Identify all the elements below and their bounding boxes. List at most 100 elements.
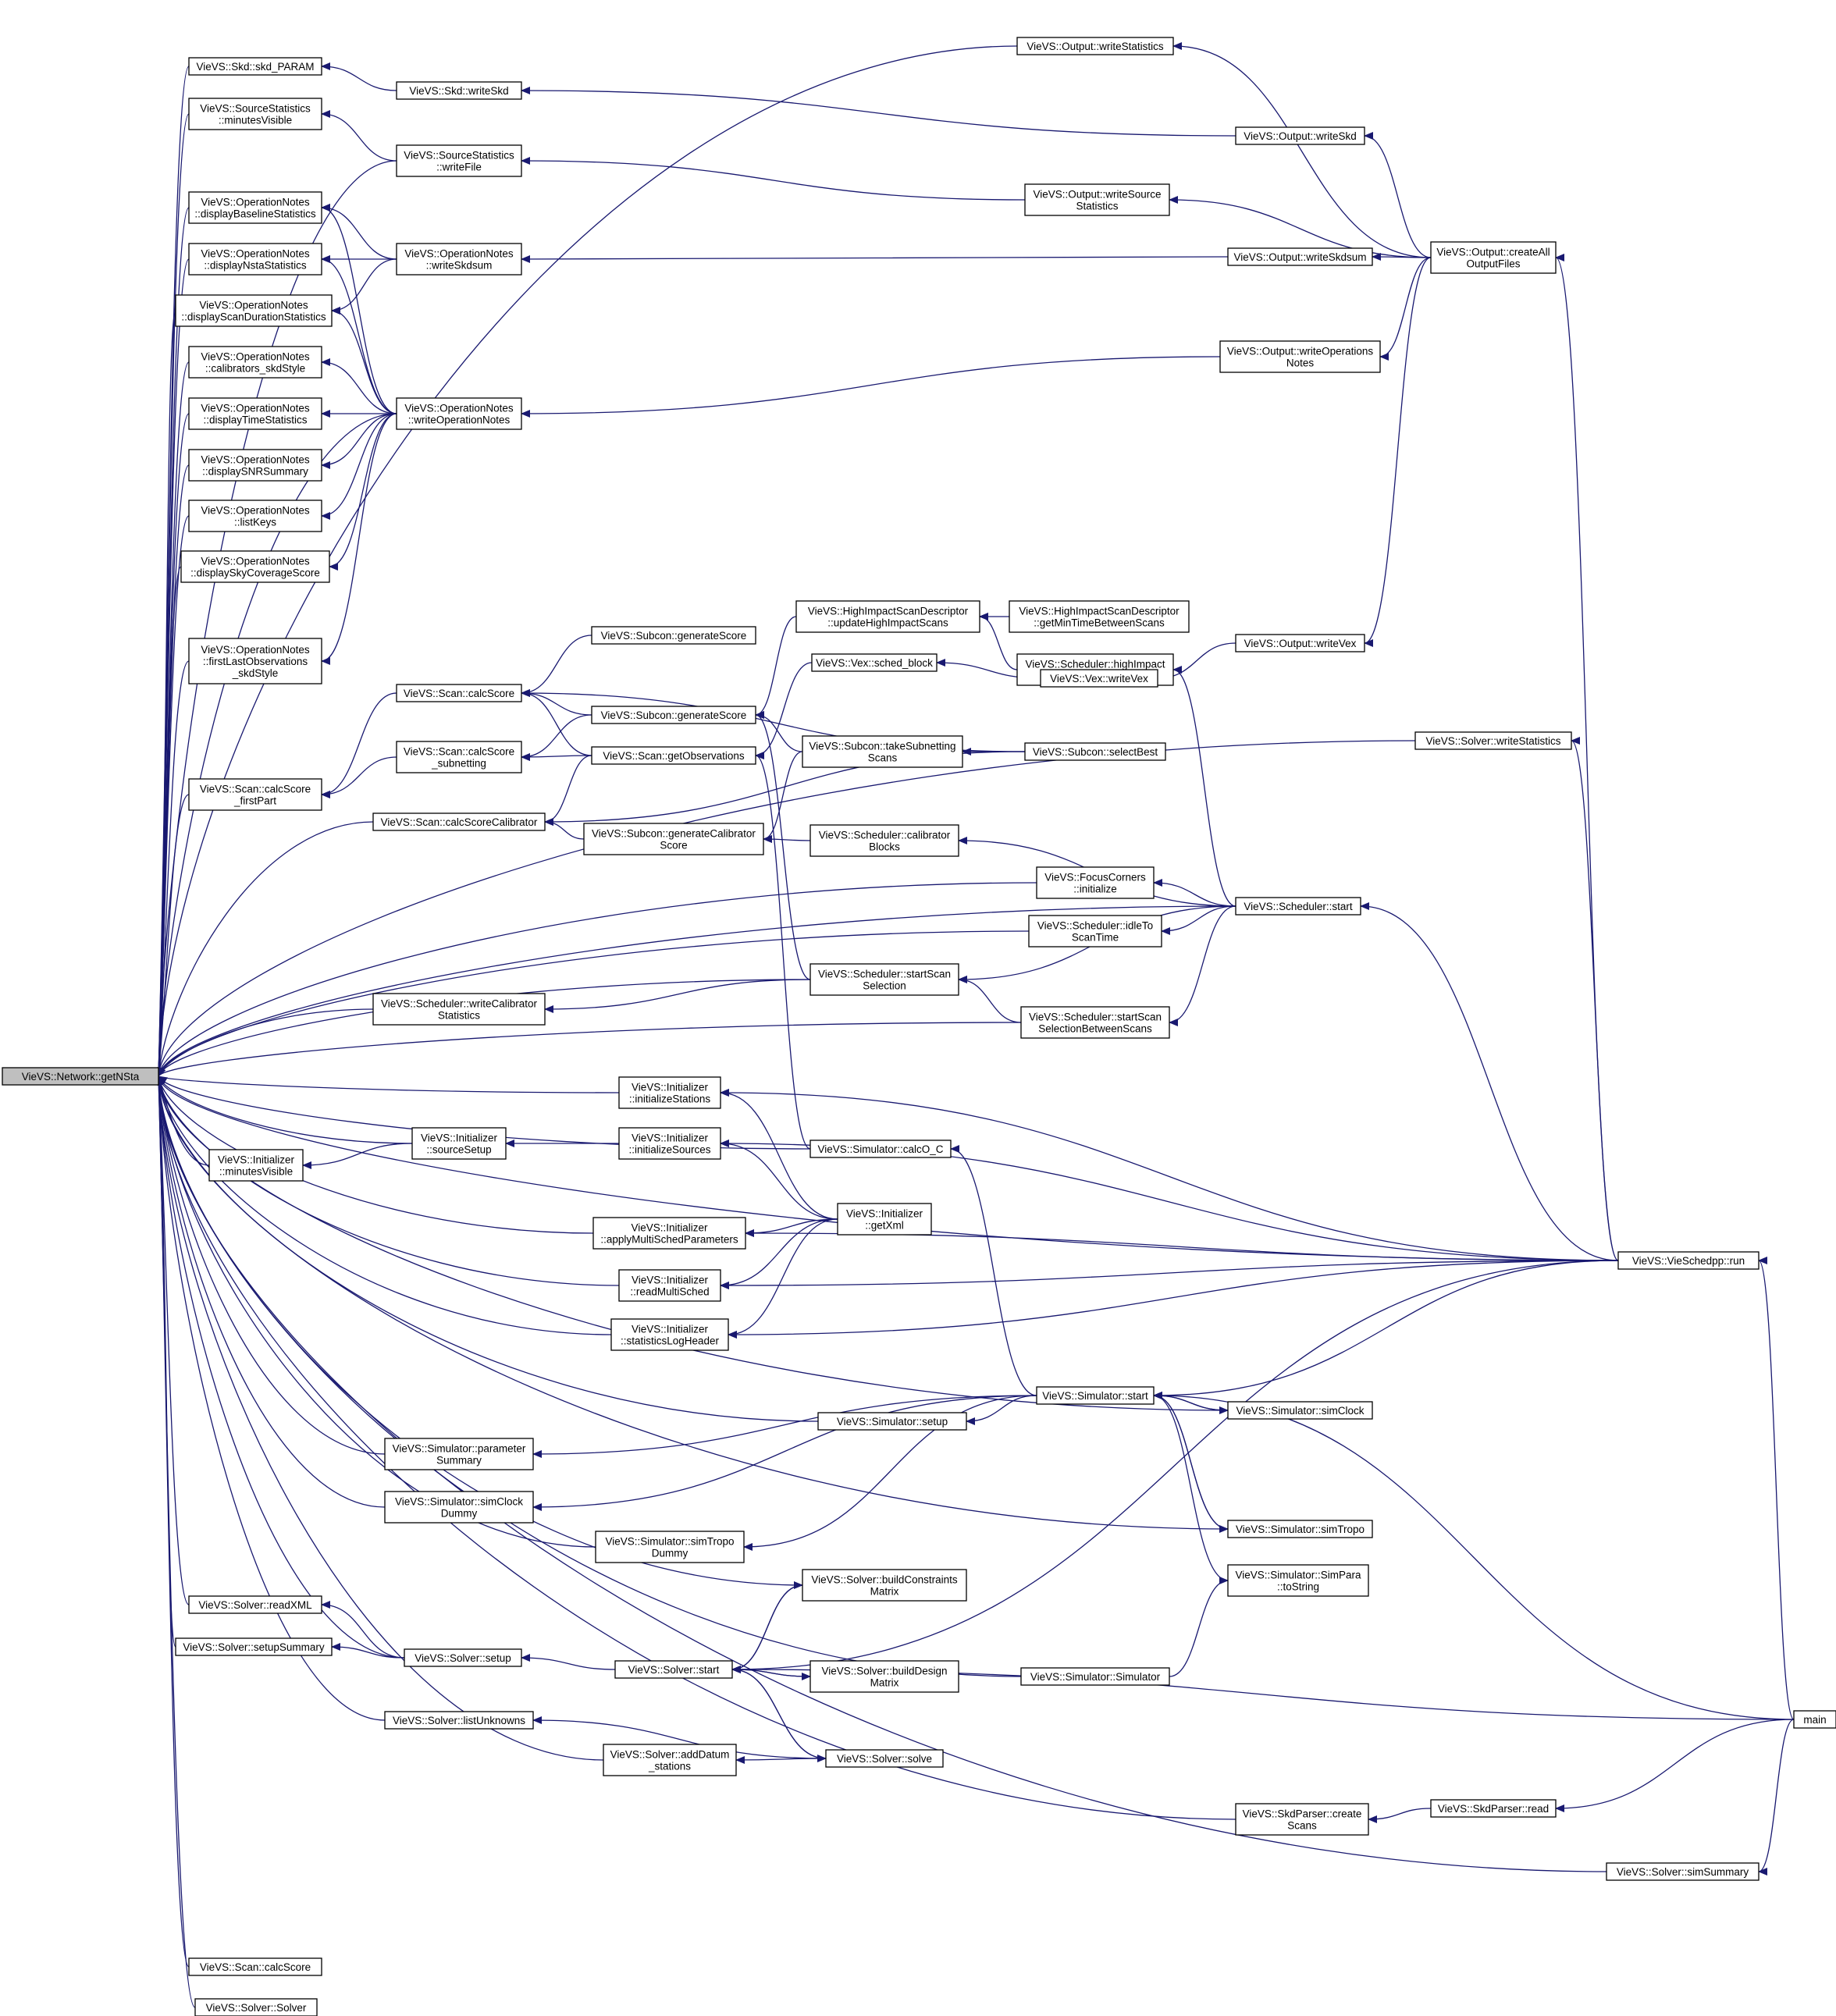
node-scanCalcScore2[interactable]: VieVS::Scan::calcScore <box>188 1957 322 1976</box>
node-solverSimSum[interactable]: VieVS::Solver::simSummary <box>1606 1862 1760 1881</box>
node-label: VieVS::Initializer <box>632 1324 709 1335</box>
node-subconGenScore[interactable]: VieVS::Subcon::generateScore <box>591 706 756 724</box>
node-initApplyMulti[interactable]: VieVS::Initializer::applyMultiSchedParam… <box>592 1217 746 1250</box>
node-scanCalcScoreSub[interactable]: VieVS::Scan::calcScore_subnetting <box>396 741 522 773</box>
node-label: ::writeFile <box>436 162 482 173</box>
edge-vieRun-to-getNSta <box>155 1076 1619 1261</box>
node-solverReadXML[interactable]: VieVS::Solver::readXML <box>188 1595 322 1614</box>
node-initStations[interactable]: VieVS::Initializer::initializeStations <box>618 1076 721 1109</box>
node-label: VieVS::Simulator::simTropo <box>605 1536 734 1548</box>
node-dispTime[interactable]: VieVS::OperationNotes::displayTimeStatis… <box>188 397 322 430</box>
node-initSources[interactable]: VieVS::Initializer::initializeSources <box>618 1127 721 1160</box>
node-hiUpdate[interactable]: VieVS::HighImpactScanDescriptor::updateH… <box>795 600 980 633</box>
node-scanCalcScore[interactable]: VieVS::Scan::calcScore <box>396 684 522 702</box>
node-box <box>188 1595 322 1614</box>
edge-vieRun-to-solverWriteStats <box>1571 737 1619 1261</box>
node-focusInit[interactable]: VieVS::FocusCorners::initialize <box>1036 866 1155 899</box>
node-box <box>1036 866 1155 899</box>
node-box <box>614 1660 733 1679</box>
node-outWriteSkdsum[interactable]: VieVS::Output::writeSkdsum <box>1227 247 1373 266</box>
node-initSourceSetup[interactable]: VieVS::Initializer::sourceSetup <box>411 1127 507 1160</box>
node-simStart[interactable]: VieVS::Simulator::start <box>1036 1386 1155 1405</box>
node-solverSetupSum[interactable]: VieVS::Solver::setupSummary <box>175 1637 333 1656</box>
node-initGetXml[interactable]: VieVS::Initializer::getXml <box>837 1203 932 1236</box>
node-vexSched[interactable]: VieVS::Vex::sched_block <box>811 653 938 672</box>
node-solverSolver[interactable]: VieVS::Solver::Solver <box>194 1998 318 2016</box>
edge-outCreateAll-to-outWriteSkd <box>1364 132 1432 258</box>
node-skdWrite[interactable]: VieVS::Skd::writeSkd <box>396 81 522 100</box>
edge-skdParserCreate-to-getNSta <box>155 1076 1236 1820</box>
node-schedStart[interactable]: VieVS::Scheduler::start <box>1235 897 1361 916</box>
node-calibSkd[interactable]: VieVS::OperationNotes::calibrators_skdSt… <box>188 346 322 379</box>
node-getNSta[interactable]: VieVS::Network::getNSta <box>2 1067 159 1086</box>
edge-initGetXml-to-initStatsLog <box>728 1218 838 1339</box>
edge-subconGenScore2-to-scanCalcScore <box>521 635 592 697</box>
node-opnWriteOp[interactable]: VieVS::OperationNotes::writeOperationNot… <box>396 397 522 430</box>
node-skdParserRead[interactable]: VieVS::SkdParser::read <box>1430 1799 1557 1818</box>
node-subconGenScore2[interactable]: VieVS::Subcon::generateScore <box>591 626 756 645</box>
node-simParaStr[interactable]: VieVS::Simulator::SimPara::toString <box>1227 1564 1369 1597</box>
node-srcMinVis[interactable]: VieVS::SourceStatistics::minutesVisible <box>188 98 322 130</box>
node-listKeys[interactable]: VieVS::OperationNotes::listKeys <box>188 500 322 532</box>
node-hiGetMin[interactable]: VieVS::HighImpactScanDescriptor::getMinT… <box>1009 600 1190 633</box>
node-scanCalib[interactable]: VieVS::Scan::calcScoreCalibrator <box>372 812 546 831</box>
node-solverSolve[interactable]: VieVS::Solver::solve <box>825 1749 944 1768</box>
node-schedWriteCalib[interactable]: VieVS::Scheduler::writeCalibratorStatist… <box>372 993 546 1026</box>
node-box <box>591 746 756 765</box>
node-simCalcOC[interactable]: VieVS::Simulator::calcO_C <box>809 1140 952 1158</box>
node-skdParam[interactable]: VieVS::Skd::skd_PARAM <box>188 57 322 76</box>
node-dispNsta[interactable]: VieVS::OperationNotes::displayNstaStatis… <box>188 243 322 276</box>
node-box <box>809 1660 959 1693</box>
node-simClock[interactable]: VieVS::Simulator::simClock <box>1227 1401 1373 1420</box>
node-solverStart[interactable]: VieVS::Solver::start <box>614 1660 733 1679</box>
node-main[interactable]: main <box>1793 1710 1836 1729</box>
node-subconSelect[interactable]: VieVS::Subcon::selectBest <box>1024 742 1166 761</box>
node-scanGetObs[interactable]: VieVS::Scan::getObservations <box>591 746 756 765</box>
node-outWriteVex[interactable]: VieVS::Output::writeVex <box>1235 634 1365 652</box>
node-dispScanDur[interactable]: VieVS::OperationNotes::displayScanDurati… <box>175 294 333 327</box>
node-label: VieVS::OperationNotes <box>201 403 310 414</box>
edge-opnWriteSkdsum-to-dispBaseline <box>321 204 397 260</box>
node-vexWrite[interactable]: VieVS::Vex::writeVex <box>1040 669 1158 688</box>
node-initStatsLog[interactable]: VieVS::Initializer::statisticsLogHeader <box>610 1318 729 1351</box>
node-initMinVis[interactable]: VieVS::Initializer::minutesVisible <box>208 1149 304 1182</box>
node-initReadMulti[interactable]: VieVS::Initializer::readMultiSched <box>618 1269 721 1302</box>
node-outWriteSkd[interactable]: VieVS::Output::writeSkd <box>1235 126 1365 145</box>
node-firstLast[interactable]: VieVS::OperationNotes::firstLastObservat… <box>188 638 322 684</box>
node-label: VieVS::Vex::sched_block <box>816 657 933 669</box>
node-solverAddDatum[interactable]: VieVS::Solver::addDatum_stations <box>603 1744 737 1776</box>
node-dispBaseline[interactable]: VieVS::OperationNotes::displayBaselineSt… <box>188 191 322 224</box>
node-solverSetup[interactable]: VieVS::Solver::setup <box>404 1648 522 1667</box>
node-schedStartBetween[interactable]: VieVS::Scheduler::startScanSelectionBetw… <box>1020 1006 1170 1039</box>
node-solverWriteStats[interactable]: VieVS::Solver::writeStatistics <box>1414 731 1572 750</box>
node-label: Matrix <box>870 1586 899 1598</box>
node-simTropo[interactable]: VieVS::Simulator::simTropo <box>1227 1520 1373 1538</box>
node-dispSky[interactable]: VieVS::OperationNotes::displaySkyCoverag… <box>180 550 330 583</box>
node-label: VieVS::OperationNotes <box>201 197 310 208</box>
node-solverListUnk[interactable]: VieVS::Solver::listUnknowns <box>384 1711 534 1730</box>
node-srcWriteFile[interactable]: VieVS::SourceStatistics::writeFile <box>396 144 522 177</box>
node-box <box>194 1998 318 2016</box>
node-vieRun[interactable]: VieVS::VieSchedpp::run <box>1617 1251 1760 1270</box>
node-outWriteStats[interactable]: VieVS::Output::writeStatistics <box>1016 37 1174 55</box>
node-opnWriteSkdsum[interactable]: VieVS::OperationNotes::writeSkdsum <box>396 243 522 276</box>
node-calcScoreFirst[interactable]: VieVS::Scan::calcScore_firstPart <box>188 778 322 811</box>
node-simSimulator[interactable]: VieVS::Simulator::Simulator <box>1020 1667 1170 1686</box>
node-dispSNR[interactable]: VieVS::OperationNotes::displaySNRSummary <box>188 449 322 482</box>
node-simSetup[interactable]: VieVS::Simulator::setup <box>817 1412 967 1431</box>
node-box <box>825 1749 944 1768</box>
